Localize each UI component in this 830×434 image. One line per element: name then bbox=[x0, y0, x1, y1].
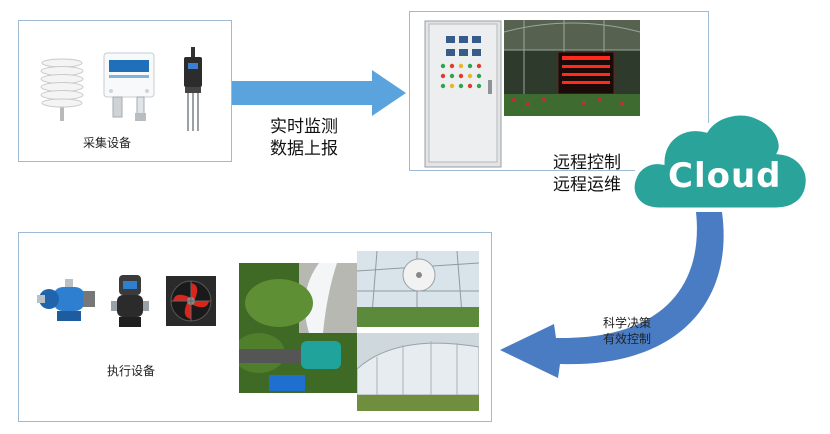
soil-sensor-image bbox=[184, 47, 202, 131]
temp-humidity-sensor-image bbox=[103, 52, 155, 121]
collection-device-label: 采集设备 bbox=[83, 136, 132, 150]
effective-control-text: 有效控制 bbox=[603, 332, 652, 346]
execution-device-label: 执行设备 bbox=[107, 364, 156, 378]
remote-maintenance-text: 远程运维 bbox=[553, 175, 621, 195]
exhaust-fan-image bbox=[166, 276, 216, 326]
pipeline-pump-image bbox=[111, 275, 149, 327]
realtime-monitoring-text: 实时监测 bbox=[270, 117, 338, 137]
cloud-label: Cloud bbox=[668, 156, 782, 196]
water-pump-image bbox=[37, 279, 95, 321]
greenhouse-exterior-photo bbox=[357, 333, 479, 411]
cloud-icon bbox=[629, 110, 811, 213]
irrigation-pump-photo bbox=[239, 263, 357, 393]
remote-control-text: 远程控制 bbox=[553, 153, 621, 173]
decision-arrow bbox=[500, 212, 724, 378]
louver-shelter-image bbox=[40, 58, 84, 121]
control-cabinet-image bbox=[424, 20, 502, 168]
greenhouse-display-image bbox=[504, 20, 640, 116]
execution-device-panel: 执行设备 bbox=[18, 232, 492, 422]
data-report-text: 数据上报 bbox=[270, 139, 338, 159]
collection-device-panel: 采集设备 bbox=[18, 20, 232, 162]
scientific-decision-text: 科学决策 bbox=[603, 316, 652, 330]
greenhouse-fan-photo bbox=[357, 251, 479, 327]
upload-arrow bbox=[232, 70, 406, 116]
control-center-panel bbox=[409, 11, 709, 171]
